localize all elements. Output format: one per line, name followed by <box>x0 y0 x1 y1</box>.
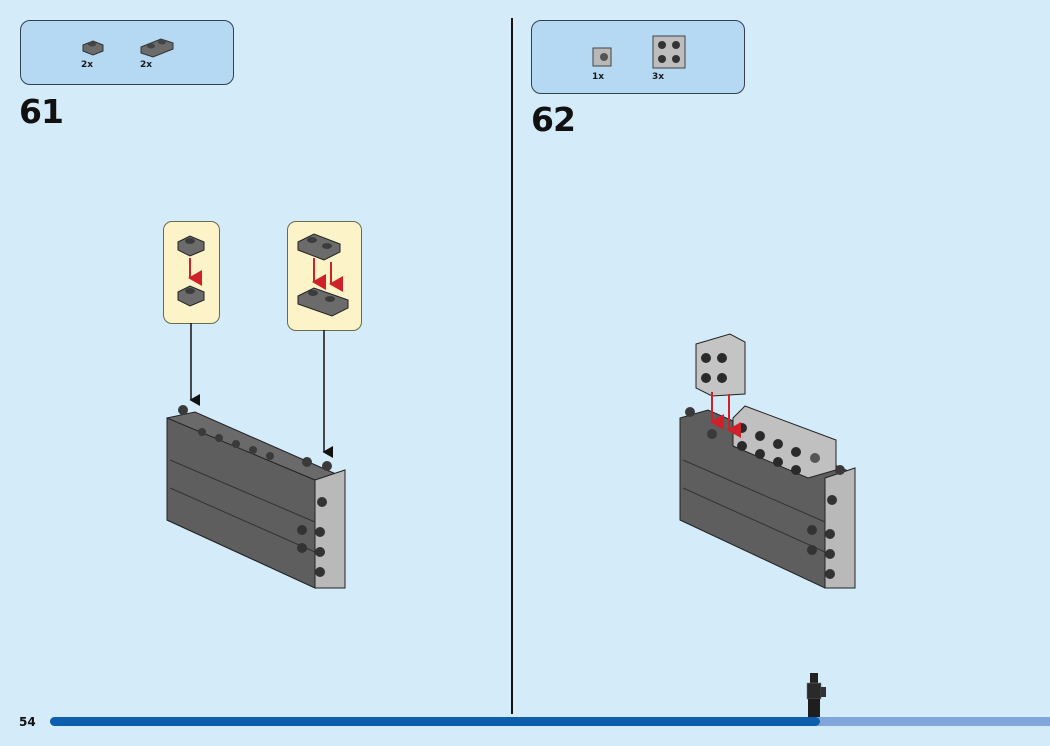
step-62-parts-box: 1x 3x <box>531 20 745 94</box>
part-quantity: 1x <box>592 72 605 82</box>
plate-assembly-2 <box>297 233 349 317</box>
progress-bar-done <box>50 717 820 726</box>
part-quantity: 2x <box>81 60 94 70</box>
brick-icons <box>592 35 686 69</box>
plate-assembly-1 <box>177 235 205 307</box>
plate-1x1-icon <box>82 38 174 58</box>
page-number: 54 <box>19 715 36 729</box>
step-62-wall-model <box>679 333 856 589</box>
page-divider <box>511 18 513 714</box>
step-number: 61 <box>19 92 64 131</box>
step-61-wall-model <box>166 405 346 589</box>
part-quantity: 3x <box>652 72 665 82</box>
part-quantity: 2x <box>140 60 153 70</box>
step-number: 62 <box>531 100 576 139</box>
step-61-parts-box: 2x 2x <box>20 20 234 85</box>
